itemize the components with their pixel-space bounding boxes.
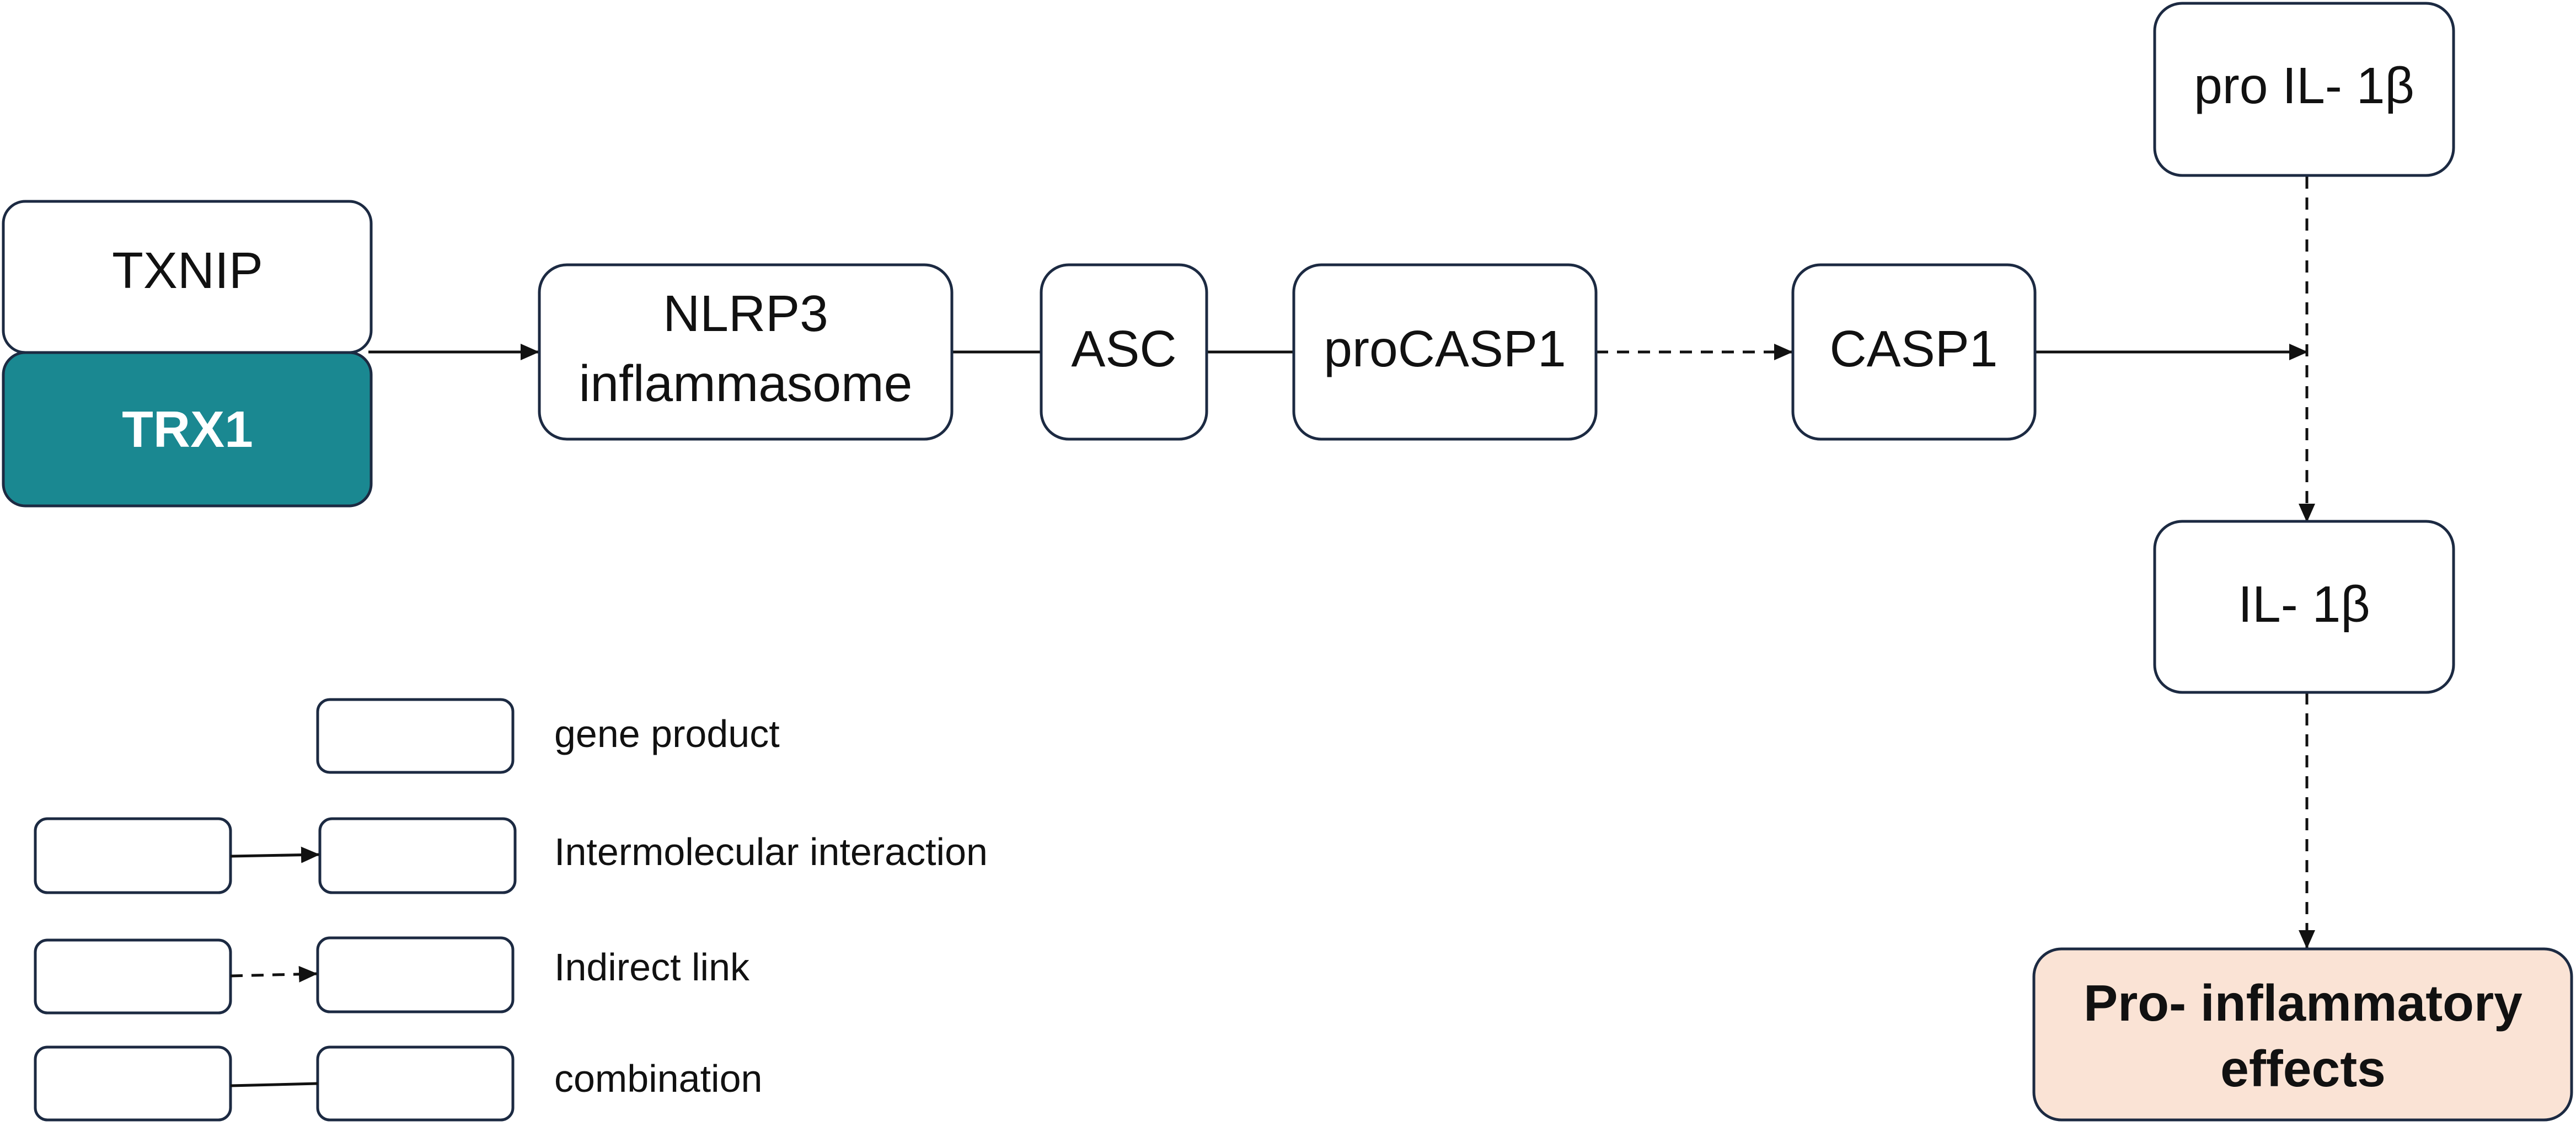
node-effects-label-line2: effects — [2220, 1040, 2386, 1097]
legend-intermolecular: Intermolecular interaction — [34, 817, 988, 894]
node-il1b-label: IL- 1β — [2238, 575, 2370, 633]
node-procasp1-label: proCASP1 — [1324, 320, 1566, 377]
node-effects: Pro- inflammatory effects — [2032, 947, 2573, 1122]
node-nlrp3-label-line2: inflammasome — [579, 355, 913, 412]
node-trx1: TRX1 — [2, 351, 373, 508]
node-txnip: TXNIP — [2, 200, 373, 354]
legend-combination-label: combination — [554, 1057, 762, 1100]
legend: gene product Intermolecular interaction … — [34, 698, 988, 1122]
legend-gene-product-label: gene product — [554, 712, 780, 755]
node-nlrp3-label-line1: NLRP3 — [663, 285, 828, 342]
node-txnip-label: TXNIP — [112, 242, 263, 299]
node-procasp1: proCASP1 — [1292, 263, 1598, 441]
legend-gene-product: gene product — [316, 698, 780, 774]
node-effects-label-line1: Pro- inflammatory — [2084, 974, 2523, 1032]
node-trx1-label: TRX1 — [122, 401, 253, 458]
legend-intermolecular-label: Intermolecular interaction — [554, 830, 988, 873]
node-il1b: IL- 1β — [2153, 520, 2455, 694]
node-casp1: CASP1 — [1791, 263, 2037, 441]
node-pro-il1b: pro IL- 1β — [2153, 2, 2455, 177]
node-pro-il1b-label: pro IL- 1β — [2194, 57, 2414, 114]
node-asc-label: ASC — [1071, 320, 1176, 377]
legend-indirect: Indirect link — [34, 936, 750, 1015]
node-nlrp3: NLRP3 inflammasome — [538, 263, 954, 441]
legend-combination: combination — [34, 1045, 762, 1122]
node-asc: ASC — [1040, 263, 1208, 441]
legend-indirect-label: Indirect link — [554, 946, 750, 989]
node-casp1-label: CASP1 — [1830, 320, 1998, 377]
